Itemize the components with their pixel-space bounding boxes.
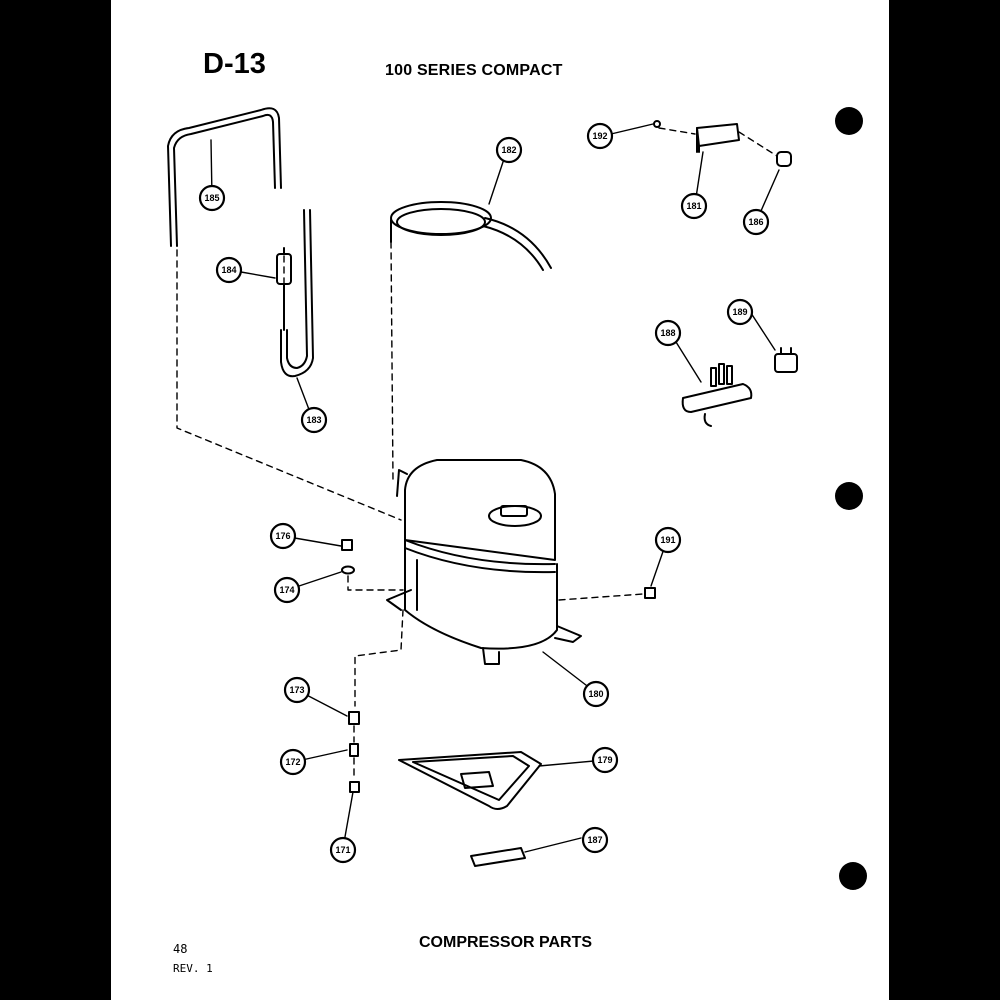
callout-191-label: 191	[660, 535, 675, 545]
callout-188: 188	[654, 319, 682, 347]
part-182-coil	[390, 201, 552, 271]
callout-176-label: 176	[275, 531, 290, 541]
callout-185-label: 181	[686, 201, 701, 211]
callout-189: 189	[726, 298, 754, 326]
callout-181: 180	[582, 680, 610, 708]
part-192-screw	[653, 120, 661, 128]
callout-180: 187	[581, 826, 609, 854]
page-caption: COMPRESSOR PARTS	[419, 934, 593, 951]
exploded-parts-diagram: 185 184 183 182 192 181 186 188 189 191 …	[167, 107, 867, 890]
callout-182: 182	[495, 136, 523, 164]
callout-183: 183	[300, 406, 328, 434]
revision-label: REV. 1	[173, 962, 213, 975]
callout-179: 179	[591, 746, 619, 774]
part-188-relay	[681, 363, 753, 427]
callout-187-label: 185	[204, 193, 219, 203]
callout-192-label: 192	[592, 131, 607, 141]
callout-186: 186	[742, 208, 770, 236]
part-187-tube	[167, 107, 282, 247]
part-186-clip	[776, 151, 792, 167]
callout-187: 185	[198, 184, 226, 212]
page-number: 48	[173, 942, 188, 956]
series-title: 100 SERIES COMPACT	[385, 62, 563, 79]
callout-174: 174	[273, 576, 301, 604]
part-181-compressor	[386, 459, 582, 665]
binder-hole-bottom	[839, 862, 867, 890]
part-179-plate	[398, 751, 542, 810]
callout-172-label: 172	[285, 757, 300, 767]
callout-179-label: 179	[597, 755, 612, 765]
part-189-overload	[774, 347, 798, 373]
callout-192: 192	[586, 122, 614, 150]
callout-172: 172	[279, 748, 307, 776]
callout-171: 171	[329, 836, 357, 864]
callout-184: 184	[215, 256, 243, 284]
binder-hole-top	[835, 107, 863, 135]
binder-hole-middle	[835, 482, 863, 510]
part-174-washer	[341, 565, 355, 575]
parts-sheet: D-13 100 SERIES COMPACT COMPRESSOR PARTS…	[111, 0, 889, 1000]
callout-171-label: 171	[335, 845, 350, 855]
callout-186-label: 186	[748, 217, 763, 227]
part-185-bracket	[696, 123, 740, 153]
callout-181-label: 180	[588, 689, 603, 699]
part-171-bolt	[349, 781, 360, 793]
callout-180-label: 187	[587, 835, 602, 845]
callout-191: 191	[654, 526, 682, 554]
part-172-grommet	[349, 743, 359, 757]
part-183-tube	[280, 209, 314, 378]
callout-188-label: 188	[660, 328, 675, 338]
part-191-clip	[644, 587, 656, 599]
part-173-nut	[348, 711, 360, 725]
callout-189-label: 189	[732, 307, 747, 317]
callout-174-label: 174	[279, 585, 294, 595]
callout-182-label: 182	[501, 145, 516, 155]
callout-185: 181	[680, 192, 708, 220]
part-176-nut	[341, 539, 353, 551]
callout-176: 176	[269, 522, 297, 550]
part-180-clip	[470, 847, 526, 867]
callout-173-label: 173	[289, 685, 304, 695]
section-code: D-13	[203, 48, 266, 80]
callout-183-label: 183	[306, 415, 321, 425]
callout-184-label: 184	[221, 265, 236, 275]
callout-173: 173	[283, 676, 311, 704]
